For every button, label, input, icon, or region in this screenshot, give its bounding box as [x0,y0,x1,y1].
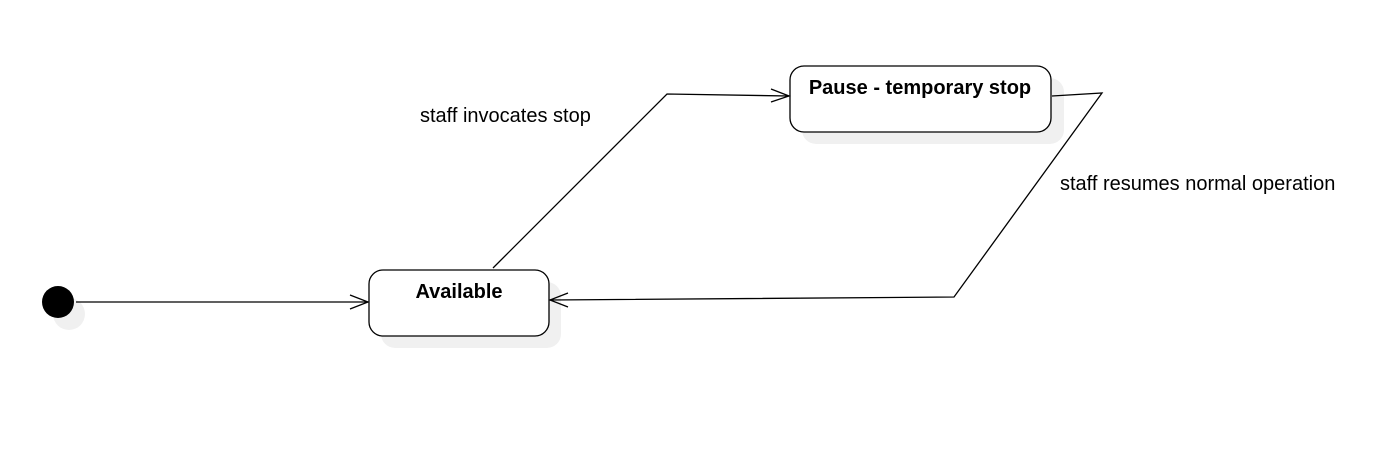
arrowhead-icon [770,88,791,103]
arrowhead-icon [349,294,370,310]
transition-pause-to-available: staff resumes normal operation [548,92,1335,308]
state-box[interactable] [789,65,1052,133]
transition-label-stop: staff invocates stop [420,105,591,127]
state-available-label: Available [415,281,502,303]
arrowhead-icon [548,292,569,308]
transition-available-to-pause: staff invocates stop [420,88,791,269]
transition-line [492,93,790,269]
state-pause-label: Pause - temporary stop [809,77,1031,99]
initial-state-node [42,286,85,330]
state-pause[interactable]: Pause - temporary stop [789,65,1064,144]
state-available[interactable]: Available [368,269,561,348]
initial-state-icon [42,286,74,318]
state-box[interactable] [368,269,550,337]
transition-initial-to-available [76,294,370,310]
transition-line [549,92,1104,301]
transition-label-resume: staff resumes normal operation [1060,173,1335,195]
